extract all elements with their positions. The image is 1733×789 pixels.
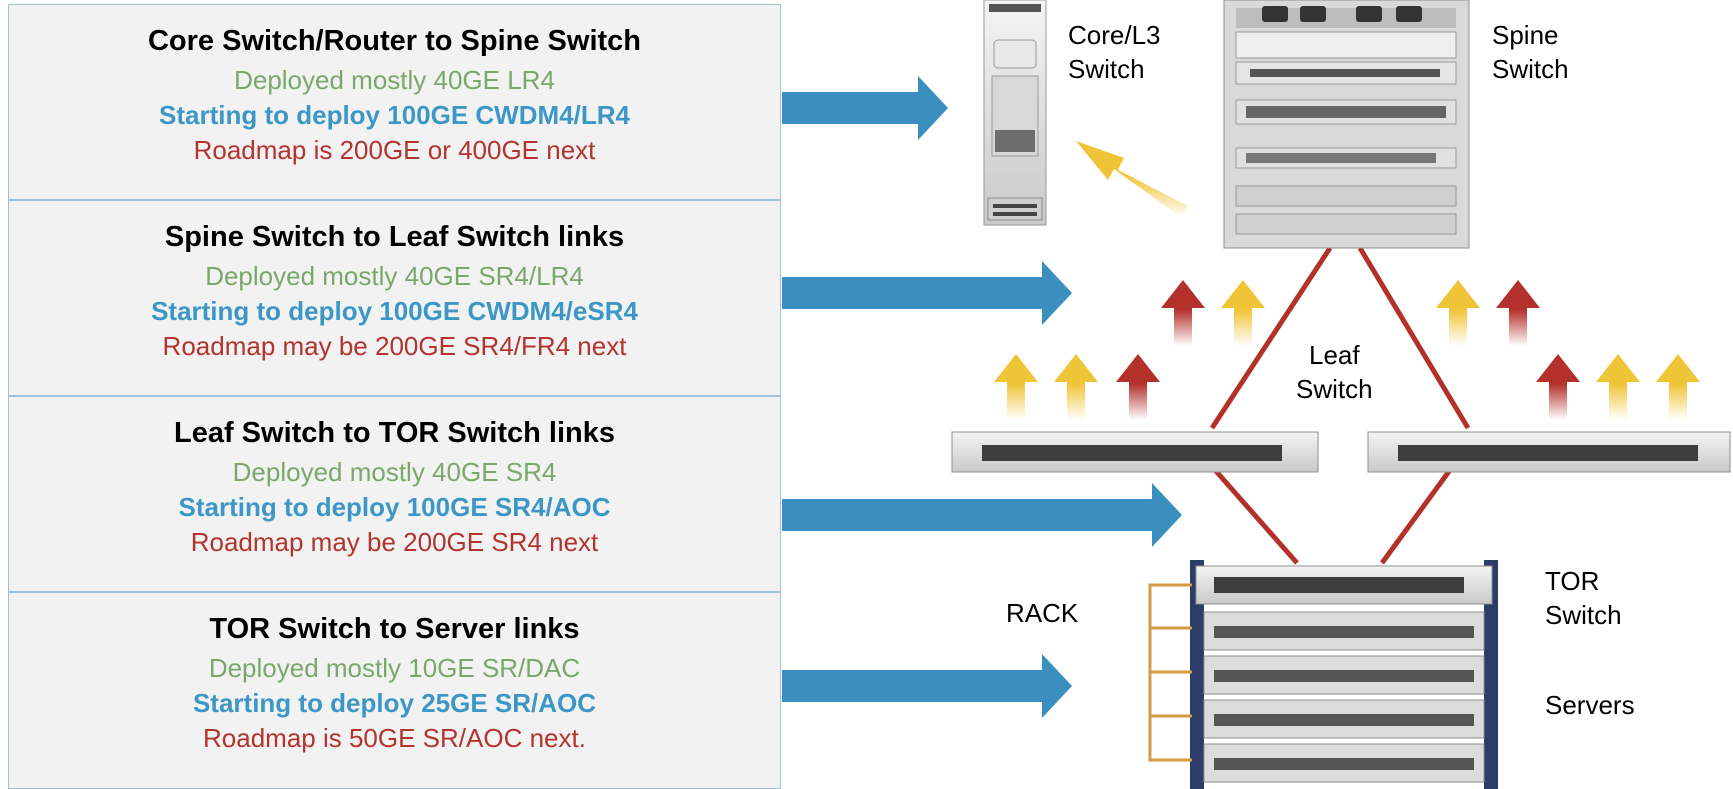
panel-title: Spine Switch to Leaf Switch links (164, 221, 625, 253)
panel-leaf-to-tor: Leaf Switch to TOR Switch links Deployed… (8, 396, 781, 592)
leaf-switch-left (951, 431, 1319, 473)
core-switch-label-line2: Switch (1068, 54, 1145, 84)
yellow-up-arrow (1054, 354, 1098, 420)
core-switch-device (983, 0, 1047, 226)
blue-arrow-3 (782, 483, 1182, 547)
panel-spine-to-leaf: Spine Switch to Leaf Switch links Deploy… (8, 200, 781, 396)
panel-starting: Starting to deploy 25GE SR/AOC (192, 688, 597, 718)
red-up-arrow (1496, 280, 1540, 346)
panel-deployed: Deployed mostly 40GE SR4/LR4 (205, 261, 584, 291)
panel-deployed: Deployed mostly 40GE LR4 (234, 65, 555, 95)
core-switch-label: Core/L3 Switch (1068, 18, 1161, 86)
spine-switch-label-line2: Switch (1492, 54, 1569, 84)
yellow-up-arrow (1436, 280, 1480, 346)
panel-tor-to-server: TOR Switch to Server links Deployed most… (8, 592, 781, 789)
tor-switch-label-line2: Switch (1545, 600, 1622, 630)
panel-roadmap: Roadmap may be 200GE SR4 next (190, 527, 599, 557)
rack-label: RACK (1006, 598, 1079, 628)
red-up-arrow (1161, 280, 1205, 346)
blue-arrow-2 (782, 261, 1072, 325)
panel-starting: Starting to deploy 100GE CWDM4/LR4 (159, 100, 630, 130)
link-lines (1209, 246, 1471, 565)
leaf-switch-label: Leaf Switch (1296, 338, 1373, 406)
panel-roadmap: Roadmap is 200GE or 400GE next (193, 135, 596, 165)
tor-switch-label-line1: TOR (1545, 566, 1600, 596)
yellow-arrow-core (1076, 141, 1188, 218)
panel-title: TOR Switch to Server links (209, 613, 580, 645)
servers-label: Servers (1545, 690, 1635, 720)
panel-title: Leaf Switch to TOR Switch links (174, 417, 615, 449)
yellow-up-arrow (994, 354, 1038, 420)
leaf-switch-right (1367, 431, 1731, 473)
leaf-switch-label-line1: Leaf (1308, 340, 1360, 370)
tor-switch-label: TOR Switch (1545, 564, 1622, 632)
yellow-up-arrow (1596, 354, 1640, 420)
panel-roadmap: Roadmap is 50GE SR/AOC next. (203, 723, 586, 753)
rack-device (1148, 560, 1498, 789)
panel-starting: Starting to deploy 100GE CWDM4/eSR4 (151, 296, 638, 326)
red-up-arrow (1116, 354, 1160, 420)
blue-arrow-1 (782, 76, 948, 140)
core-switch-label-line1: Core/L3 (1068, 20, 1161, 50)
panel-deployed: Deployed mostly 10GE SR/DAC (208, 653, 581, 683)
red-up-arrow (1536, 354, 1580, 420)
spine-switch-label: Spine Switch (1492, 18, 1569, 86)
leaf-switch-label-line2: Switch (1296, 374, 1373, 404)
panel-core-to-spine: Core Switch/Router to Spine Switch Deplo… (8, 4, 781, 200)
panel-roadmap: Roadmap may be 200GE SR4/FR4 next (162, 331, 627, 361)
panel-deployed: Deployed mostly 40GE SR4 (232, 457, 557, 487)
panel-title: Core Switch/Router to Spine Switch (147, 25, 642, 57)
yellow-up-arrow (1221, 280, 1265, 346)
blue-arrow-4 (782, 654, 1072, 718)
spine-switch-device (1223, 0, 1470, 249)
yellow-up-arrow (1656, 354, 1700, 420)
spine-switch-label-line1: Spine (1492, 20, 1559, 50)
panel-starting: Starting to deploy 100GE SR4/AOC (178, 492, 611, 522)
